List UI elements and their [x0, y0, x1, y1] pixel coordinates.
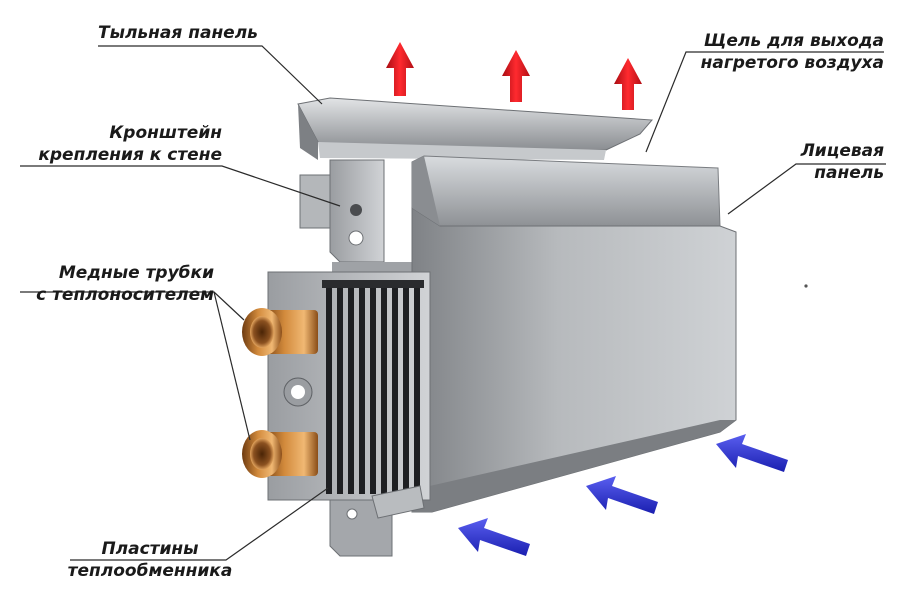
leader-back-panel — [98, 45, 323, 105]
label-bracket-line1: Кронштейн — [109, 123, 222, 143]
hot-air-arrow-3 — [614, 58, 642, 110]
copper-pipe-bottom — [242, 430, 318, 478]
label-fins-line1: Пластины — [101, 539, 199, 559]
hot-air-arrow-2 — [502, 50, 530, 102]
label-bracket: Кронштейн крепления к стене — [20, 122, 222, 166]
label-fins-line2: теплообменника — [67, 561, 233, 581]
label-air-slot-line1: Щель для выхода — [703, 31, 884, 51]
label-fins: Пластины теплообменника — [62, 538, 238, 582]
label-pipes-line1: Медные трубки — [58, 263, 214, 283]
label-front-panel-line2: панель — [814, 163, 884, 183]
front-panel — [411, 155, 737, 513]
hot-air-arrow-1 — [386, 42, 414, 96]
back-panel — [297, 97, 654, 160]
hot-air-arrows — [386, 42, 642, 110]
label-air-slot: Щель для выхода нагретого воздуха — [701, 30, 884, 74]
label-back-panel-text: Тыльная панель — [98, 23, 258, 43]
leader-bracket — [20, 165, 341, 207]
cold-air-arrow-3 — [716, 434, 788, 472]
leader-pipes-bottom — [213, 291, 251, 441]
label-back-panel: Тыльная панель — [98, 22, 258, 44]
copper-pipes — [242, 308, 318, 478]
leader-front-panel — [727, 163, 886, 215]
cold-air-arrow-1 — [458, 518, 530, 556]
cold-air-arrows — [458, 434, 788, 556]
label-pipes: Медные трубки с теплоносителем — [14, 262, 214, 306]
exchanger-fins — [326, 284, 420, 494]
speck — [804, 284, 808, 288]
label-front-panel-line1: Лицевая — [800, 141, 884, 161]
leader-fins — [70, 487, 329, 561]
label-bracket-line2: крепления к стене — [38, 145, 222, 165]
leader-lines — [20, 45, 886, 561]
label-air-slot-line2: нагретого воздуха — [700, 53, 884, 73]
copper-pipe-top — [242, 308, 318, 356]
label-pipes-line2: с теплоносителем — [36, 285, 214, 305]
wall-bracket — [299, 159, 420, 276]
cold-air-arrow-2 — [586, 476, 658, 514]
label-front-panel: Лицевая панель — [801, 140, 884, 184]
leader-air-slot — [645, 51, 884, 153]
